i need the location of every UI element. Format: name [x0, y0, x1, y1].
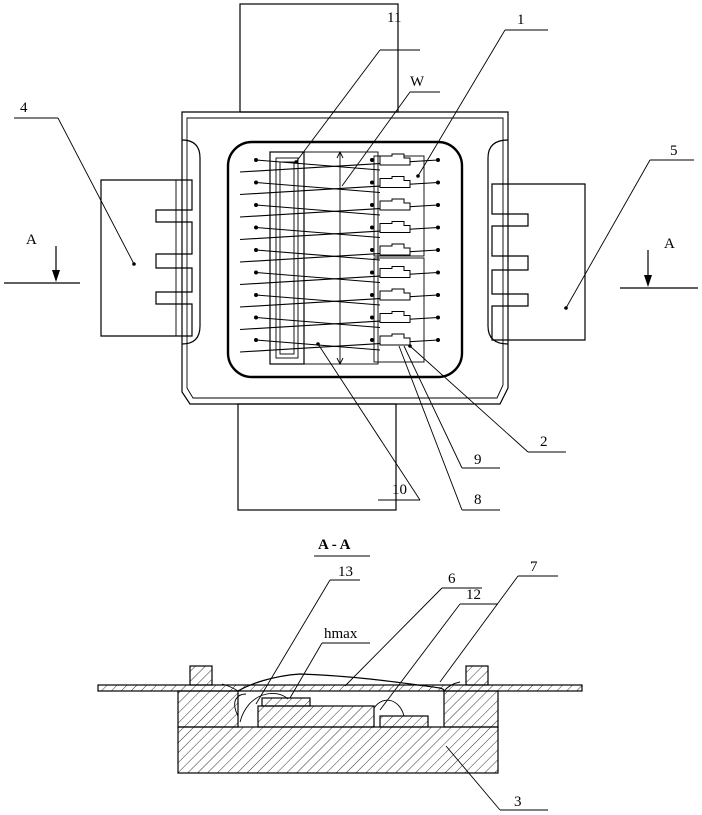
wire-dot: [436, 226, 440, 230]
component-11-inner: [276, 158, 298, 358]
led-chip: [380, 199, 410, 210]
label-hmax: hmax: [324, 626, 358, 642]
led-chip: [380, 289, 410, 300]
right-bump: [466, 666, 488, 685]
led-chips: [380, 154, 410, 345]
right-lead-5: [492, 184, 585, 340]
wire-dot: [254, 158, 258, 162]
wire-dot: [370, 226, 374, 230]
right-wall: [444, 691, 498, 727]
led-chip: [380, 244, 410, 255]
wire-dot: [370, 158, 374, 162]
wire-dot: [254, 271, 258, 275]
label-7: 7: [530, 559, 538, 575]
wire-dot: [370, 271, 374, 275]
region-10: [304, 152, 378, 364]
wire-dot: [254, 338, 258, 342]
wire-dot: [254, 248, 258, 252]
left-bump: [190, 666, 212, 685]
left-lead-4: [101, 180, 192, 336]
wire-dot: [370, 248, 374, 252]
wire-dot: [436, 293, 440, 297]
led-chip: [380, 267, 410, 278]
cavity: [228, 142, 462, 377]
chip-right: [380, 716, 428, 727]
label-6: 6: [448, 571, 456, 587]
wire-dot: [254, 293, 258, 297]
wire-dot: [436, 181, 440, 185]
label-10: 10: [392, 482, 407, 498]
wire-dot: [436, 316, 440, 320]
led-chip: [380, 222, 410, 233]
label-a-right: A: [664, 236, 675, 252]
section-marker-left: [4, 246, 80, 283]
left-wall: [178, 691, 238, 727]
label-13: 13: [338, 564, 353, 580]
wire-dot: [370, 293, 374, 297]
wire-dot: [370, 338, 374, 342]
wire-dot: [436, 271, 440, 275]
leaders-top: [14, 30, 694, 510]
label-4: 4: [20, 100, 28, 116]
wire-dot: [254, 203, 258, 207]
substrate-12: [258, 706, 374, 727]
led-chip: [380, 334, 410, 345]
label-1: 1: [517, 12, 525, 28]
base-3: [178, 727, 498, 773]
bottom-lead-tab: [238, 404, 396, 510]
leaders-section: [256, 576, 558, 810]
wire-dot: [370, 181, 374, 185]
wire-dot: [370, 203, 374, 207]
chip-13: [262, 698, 310, 706]
section-view: A - A: [98, 537, 582, 810]
section-title: A - A: [318, 537, 351, 553]
wire-dot: [254, 181, 258, 185]
label-5: 5: [670, 143, 678, 159]
led-chip: [380, 177, 410, 188]
label-2: 2: [540, 434, 548, 450]
wire-dot: [436, 338, 440, 342]
section-marker-right: [620, 250, 698, 288]
top-view: 11 1 W 4 5 A A 2 9 10 8: [4, 4, 698, 510]
label-8: 8: [474, 492, 482, 508]
label-3: 3: [514, 794, 522, 810]
wire-dot: [436, 203, 440, 207]
wire-dot: [436, 158, 440, 162]
bond-wire-right: [374, 700, 404, 716]
label-a-left: A: [26, 232, 37, 248]
wire-dot: [254, 316, 258, 320]
label-w: W: [410, 74, 425, 90]
label-12: 12: [466, 587, 481, 603]
label-9: 9: [474, 452, 482, 468]
wire-dot: [254, 226, 258, 230]
wire-dot: [436, 248, 440, 252]
led-chip: [380, 312, 410, 323]
label-11: 11: [387, 10, 401, 26]
wire-dot: [370, 316, 374, 320]
lead-frame: [98, 685, 582, 691]
